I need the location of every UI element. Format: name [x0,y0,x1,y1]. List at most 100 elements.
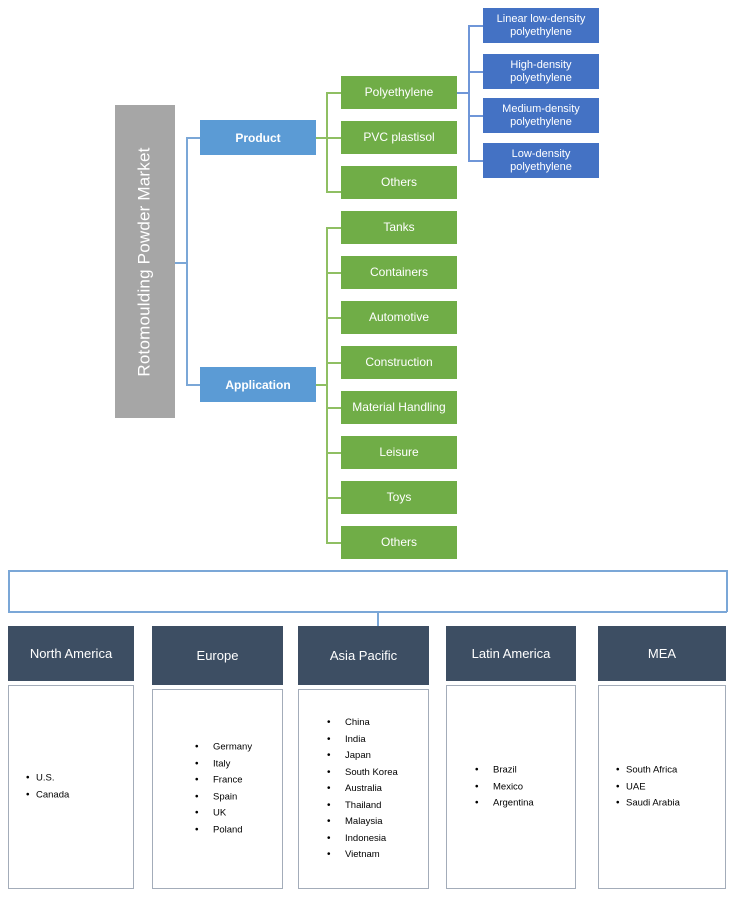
region-header-north-america: North America [8,626,134,681]
connector-root-stub [175,262,187,264]
list-item: Canada [9,787,133,804]
region-title-latin-america: Latin America [471,646,551,661]
connector-root-to-product [186,137,200,139]
connector-app-to-toys [326,497,341,499]
connector-app-to-automotive [326,317,341,319]
application-node-construction-label: Construction [365,354,433,369]
connector-app-to-containers [326,272,341,274]
region-body-europe: Germany Italy France Spain UK Poland [152,689,283,889]
connector-root-to-application [186,384,200,386]
connector-polyethylene-spine [468,25,470,161]
application-node-automotive[interactable]: Automotive [341,301,457,334]
root-node-label: Rotomoulding Powder Market [135,146,155,377]
root-node: Rotomoulding Powder Market [115,105,175,418]
connector-pe-to-mdpe [468,115,483,117]
application-node-leisure[interactable]: Leisure [341,436,457,469]
connector-app-to-material-handling [326,407,341,409]
region-country-list-north-america: U.S. Canada [9,771,133,804]
application-node-others[interactable]: Others [341,526,457,559]
region-header-latin-america: Latin America [446,626,576,681]
region-body-north-america: U.S. Canada [8,685,134,889]
region-bracket-drop [377,611,379,626]
region-panel-europe: Europe Germany Italy France Spain UK Pol… [152,626,283,889]
list-item: Vietnam [285,847,428,864]
product-node-others[interactable]: Others [341,166,457,199]
pe-node-medium-density[interactable]: Medium-density polyethylene [483,98,599,133]
list-item: Poland [153,822,282,839]
list-item: UAE [599,779,725,796]
product-node-pvc-plastisol-label: PVC plastisol [363,129,435,144]
region-title-north-america: North America [29,646,113,661]
connector-product-to-polyethylene [326,92,341,94]
list-item: Thailand [285,797,428,814]
product-node-polyethylene-label: Polyethylene [364,84,434,99]
pe-node-high-density-label: High-density polyethylene [510,58,572,84]
application-node-others-label: Others [380,534,417,549]
list-item: South Korea [285,764,428,781]
region-body-mea: South Africa UAE Saudi Arabia [598,685,726,889]
list-item: South Africa [599,762,725,779]
list-item: Australia [285,781,428,798]
list-item: Italy [153,756,282,773]
connector-pe-to-ldpe [468,160,483,162]
list-item: Spain [153,789,282,806]
connector-application-stub [316,384,327,386]
pe-node-linear-low-density-label: Linear low-density polyethylene [496,12,586,38]
list-item: Mexico [433,779,575,796]
application-node-tanks-label: Tanks [383,219,415,234]
region-bracket-top [8,570,727,572]
pe-node-high-density[interactable]: High-density polyethylene [483,54,599,89]
product-node-polyethylene[interactable]: Polyethylene [341,76,457,109]
pe-node-linear-low-density[interactable]: Linear low-density polyethylene [483,8,599,43]
product-node-others-label: Others [380,174,417,189]
pe-node-low-density-label: Low-density polyethylene [510,147,572,173]
region-country-list-latin-america: Brazil Mexico Argentina [433,762,575,812]
product-node-pvc-plastisol[interactable]: PVC plastisol [341,121,457,154]
region-body-asia-pacific: China India Japan South Korea Australia … [298,689,429,889]
region-bracket-bottom [8,611,727,613]
application-node-construction[interactable]: Construction [341,346,457,379]
region-panel-asia-pacific: Asia Pacific China India Japan South Kor… [298,626,429,889]
application-node-containers-label: Containers [369,264,429,279]
region-title-asia-pacific: Asia Pacific [329,648,398,663]
branch-node-product[interactable]: Product [200,120,316,155]
connector-app-to-others [326,542,341,544]
list-item: Malaysia [285,814,428,831]
application-node-material-handling[interactable]: Material Handling [341,391,457,424]
list-item: Indonesia [285,830,428,847]
list-item: Argentina [433,795,575,812]
connector-application-spine [326,227,328,542]
connector-pe-to-hdpe [468,71,483,73]
region-header-asia-pacific: Asia Pacific [298,626,429,685]
connector-product-spine [326,92,328,192]
connector-product-stub [316,137,327,139]
region-title-mea: MEA [647,646,677,661]
list-item: Japan [285,748,428,765]
region-panel-latin-america: Latin America Brazil Mexico Argentina [446,626,576,889]
application-node-automotive-label: Automotive [368,309,430,324]
list-item: China [285,715,428,732]
application-node-leisure-label: Leisure [379,444,419,459]
branch-node-application[interactable]: Application [200,367,316,402]
list-item: France [153,773,282,790]
region-body-latin-america: Brazil Mexico Argentina [446,685,576,889]
region-panel-mea: MEA South Africa UAE Saudi Arabia [598,626,726,889]
connector-product-to-pvc [326,137,341,139]
list-item: India [285,731,428,748]
connector-polyethylene-stub [457,92,469,94]
region-panel-north-america: North America U.S. Canada [8,626,134,889]
list-item: Saudi Arabia [599,795,725,812]
application-node-tanks[interactable]: Tanks [341,211,457,244]
list-item: U.S. [9,771,133,788]
region-header-europe: Europe [152,626,283,685]
connector-product-to-others [326,191,341,193]
connector-app-to-leisure [326,452,341,454]
region-title-europe: Europe [196,648,239,663]
application-node-containers[interactable]: Containers [341,256,457,289]
connector-app-to-tanks [326,227,341,229]
pe-node-low-density[interactable]: Low-density polyethylene [483,143,599,178]
pe-node-medium-density-label: Medium-density polyethylene [502,102,580,128]
application-node-toys[interactable]: Toys [341,481,457,514]
application-node-material-handling-label: Material Handling [352,399,446,414]
